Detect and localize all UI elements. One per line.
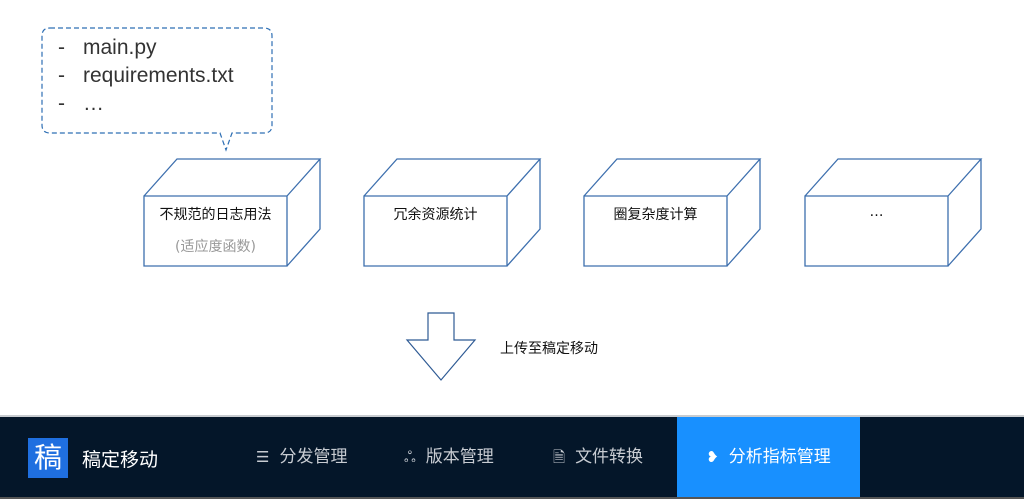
callout-line-3: -… [58, 92, 104, 115]
nav-item-label: 版本管理 [425, 447, 494, 467]
branch-icon: ஃ [404, 448, 416, 466]
callout-line-1: -main.py [58, 36, 157, 59]
nav-item-metrics[interactable]: ❥ 分析指标管理 [677, 417, 860, 497]
leaf-icon: ❥ [706, 448, 719, 466]
metric-box [583, 158, 762, 267]
box-label-logging: 不规范的日志用法 [159, 207, 272, 223]
diagram-shapes [41, 27, 983, 381]
arrow-label: 上传至稿定移动 [500, 341, 598, 357]
nav-item-label: 分析指标管理 [728, 447, 831, 467]
metric-box [363, 158, 542, 267]
box-sub-fitness: (适应度函数) [175, 239, 256, 255]
callout-bubble [41, 27, 273, 152]
down-arrow [405, 312, 477, 381]
nav-item-distribution[interactable]: ☰ 分发管理 [256, 417, 347, 497]
nav-item-file-convert[interactable]: 🗎 文件转换 [553, 417, 643, 497]
brand-name[interactable]: 稿定移动 [82, 449, 159, 471]
logo[interactable]: 稿 [28, 438, 68, 478]
metric-box [143, 158, 322, 267]
box-label-more: … [869, 204, 884, 220]
nav-item-label: 分发管理 [279, 447, 348, 467]
file-icon: 🗎 [553, 448, 566, 466]
list-icon: ☰ [256, 448, 270, 466]
box-label-redundant: 冗余资源统计 [393, 207, 478, 223]
top-navbar: 稿 稿定移动 ☰ 分发管理 ஃ 版本管理 🗎 文件转换 ❥ 分析指标管理 [0, 415, 1024, 499]
nav-item-label: 文件转换 [575, 447, 644, 467]
box-label-complexity: 圈复杂度计算 [613, 207, 698, 223]
metric-box [804, 158, 983, 267]
callout-line-2: -requirements.txt [58, 64, 234, 87]
nav-item-versions[interactable]: ஃ 版本管理 [404, 417, 494, 497]
